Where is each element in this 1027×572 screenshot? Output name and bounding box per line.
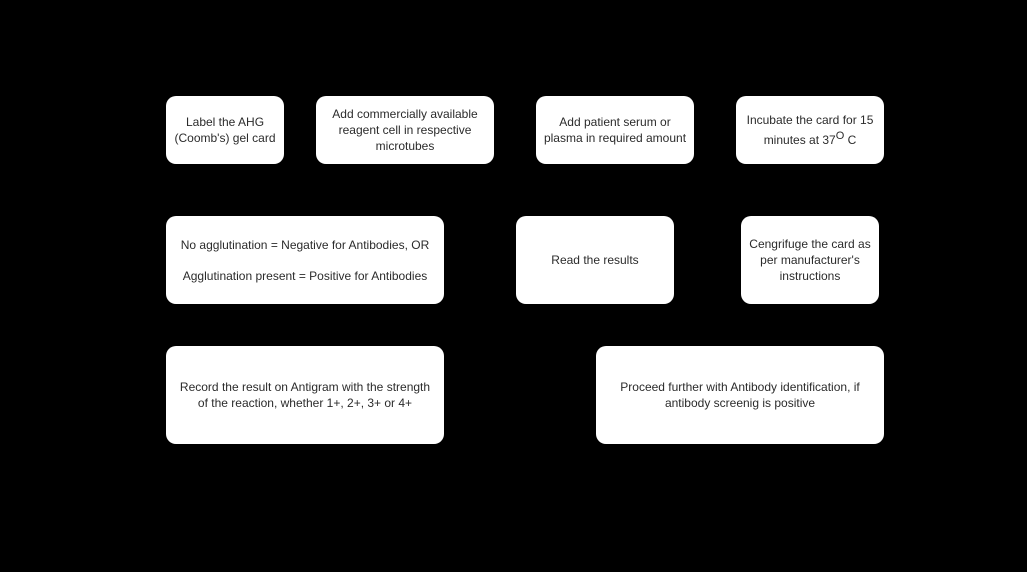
step-text: Incubate the card for 15 bbox=[746, 113, 874, 127]
step-text: of the reaction, whether 1+, 2+, 3+ or 4… bbox=[197, 396, 413, 410]
step-text: plasma in required amount bbox=[543, 131, 687, 145]
step-text-part: minutes at 37 bbox=[763, 133, 836, 147]
step-add-serum: Add patient serum or plasma in required … bbox=[536, 96, 694, 164]
step-text: minutes at 37O C bbox=[763, 130, 857, 148]
step-add-reagent-cell: Add commercially available reagent cell … bbox=[316, 96, 494, 164]
step-read-results: Read the results bbox=[516, 216, 674, 304]
step-label-card: Label the AHG (Coomb's) gel card bbox=[166, 96, 284, 164]
step-incubate: Incubate the card for 15 minutes at 37O … bbox=[736, 96, 884, 164]
degree-symbol: O bbox=[835, 130, 845, 142]
step-text-part: C bbox=[844, 133, 857, 147]
step-text: Read the results bbox=[551, 253, 639, 267]
step-text: Record the result on Antigram with the s… bbox=[179, 380, 431, 394]
step-text: Proceed further with Antibody identifica… bbox=[620, 380, 860, 394]
step-centrifuge: Cengrifuge the card as per manufacturer'… bbox=[741, 216, 879, 304]
step-text: per manufacturer's bbox=[760, 253, 860, 267]
step-text: Label the AHG bbox=[185, 115, 265, 129]
step-text: No agglutination = Negative for Antibodi… bbox=[180, 237, 430, 252]
step-text: Add patient serum or bbox=[559, 115, 671, 129]
step-text: reagent cell in respective bbox=[338, 123, 472, 137]
step-text: instructions bbox=[779, 269, 841, 283]
step-antibody-identification: Proceed further with Antibody identifica… bbox=[596, 346, 884, 444]
step-text: Cengrifuge the card as bbox=[749, 237, 871, 251]
step-record-antigram: Record the result on Antigram with the s… bbox=[166, 346, 444, 444]
step-text: antibody screenig is positive bbox=[664, 396, 816, 410]
step-text: (Coomb's) gel card bbox=[174, 131, 276, 145]
step-interpretation: No agglutination = Negative for Antibodi… bbox=[166, 216, 444, 304]
step-text: microtubes bbox=[375, 139, 435, 153]
step-text: Agglutination present = Positive for Ant… bbox=[182, 268, 428, 283]
step-text: Add commercially available bbox=[332, 107, 478, 121]
